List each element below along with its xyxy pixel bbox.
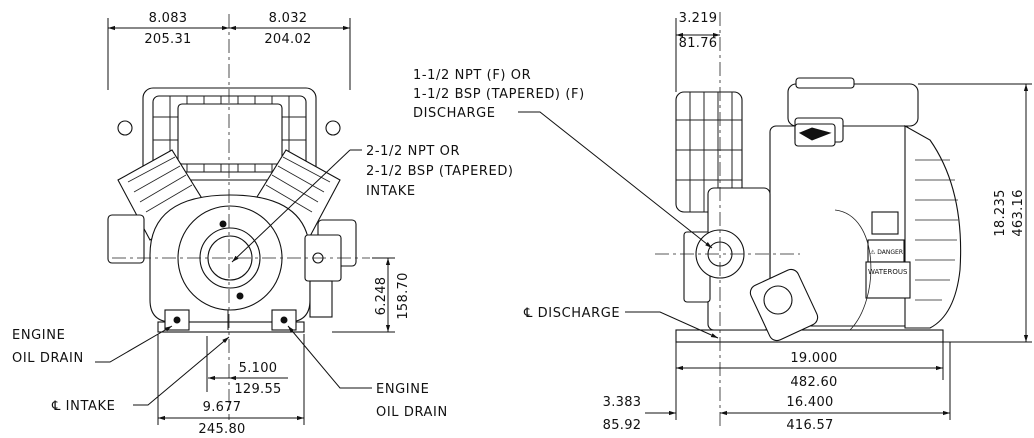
oil-drain-left-2: OIL DRAIN [12,351,84,366]
right-width-in: 8.032 [269,11,308,26]
intake-offset-in: 5.100 [239,361,278,376]
brand-plate [865,261,911,299]
oil-drain-left-1: ENGINE [12,328,65,343]
intake-height-in: 6.248 [374,277,389,316]
intake-label-3: INTAKE [366,184,416,199]
centerline-intake: ℄ INTAKE [51,399,115,414]
intake-offset-mm: 129.55 [234,382,281,397]
oil-drain-right-1: ENGINE [376,382,429,397]
pump-casing [149,194,342,323]
centerline-discharge: ℄ DISCHARGE [523,306,620,321]
side-view: ⚠ DANGER WATEROUS 3.219 81.76 1-1/2 NPT … [413,11,1032,433]
left-width-in: 8.083 [149,11,188,26]
side-base-plate [675,329,944,343]
discharge-offset-in: 3.219 [679,11,718,26]
intake-height-mm: 158.70 [396,272,411,319]
mount-length-mm: 416.57 [786,418,833,433]
danger-plate-text: ⚠ DANGER [870,249,903,256]
overall-length-in: 19.000 [790,351,837,366]
brand-plate-text: WATEROUS [868,268,908,276]
overall-height-mm: 463.16 [1011,189,1026,236]
base-width-mm: 245.80 [198,422,245,437]
front-offset-in: 3.383 [603,395,642,410]
mount-length-in: 16.400 [786,395,833,410]
front-offset-mm: 85.92 [603,418,642,433]
overall-height-in: 18.235 [993,189,1008,236]
discharge-offset-mm: 81.76 [679,36,718,51]
base-width-in: 9.677 [203,400,242,415]
engine-guard [117,87,341,181]
oil-drain-right-2: OIL DRAIN [376,405,448,420]
overall-length-mm: 482.60 [790,375,837,390]
discharge-label-1: 1-1/2 NPT (F) OR [413,68,531,83]
front-base [157,309,305,333]
right-width-mm: 204.02 [264,32,311,47]
discharge-label-2: 1-1/2 BSP (TAPERED) (F) [413,87,585,102]
intake-label-2: 2-1/2 BSP (TAPERED) [366,164,514,179]
intake-label-1: 2-1/2 NPT OR [366,144,460,159]
discharge-label-3: DISCHARGE [413,106,496,121]
left-width-mm: 205.31 [144,32,191,47]
front-view: 8.083 205.31 8.032 204.02 2-1/2 NPT OR 2… [12,11,514,437]
